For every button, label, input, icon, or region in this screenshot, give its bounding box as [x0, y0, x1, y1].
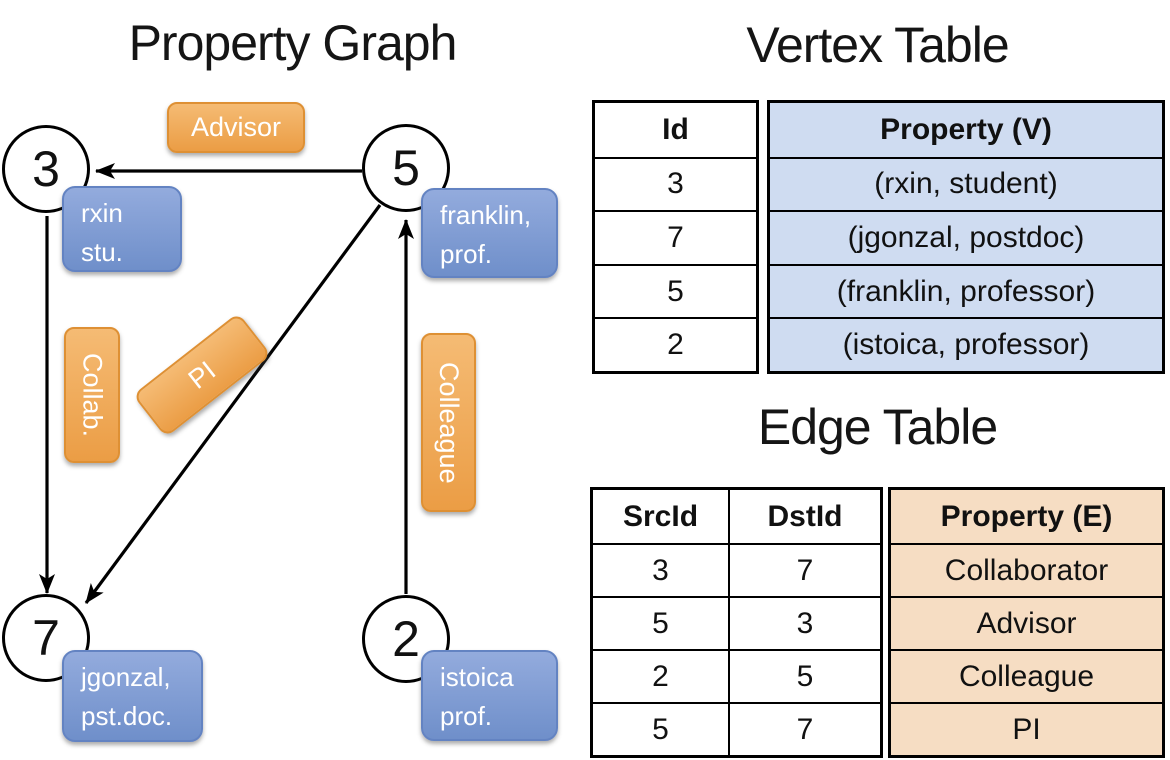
edge-table-property-cell: Advisor — [891, 596, 1162, 649]
vertex-id-label: 3 — [32, 141, 60, 197]
vertex-property-line: jgonzal, — [81, 662, 171, 692]
vertex-property-box-rxin: rxin stu. — [62, 186, 182, 272]
edge-table-property-cell: PI — [891, 702, 1162, 755]
vertex-property-line: stu. — [81, 237, 123, 267]
vertex-node-2: 2 — [362, 595, 450, 683]
edge-table-property-column: Property (E) Collaborator Advisor Collea… — [888, 487, 1165, 758]
edge-label-collab: Collab. — [64, 327, 120, 463]
vertex-property-box-istoica: istoica prof. — [421, 650, 558, 741]
edge-table-dstid-cell: 7 — [728, 702, 880, 755]
vertex-id-label: 2 — [392, 611, 420, 667]
vertex-property-line: prof. — [440, 239, 493, 269]
edge-table-property-cell: Collaborator — [891, 543, 1162, 596]
vertex-table-header-id: Id — [662, 112, 689, 146]
edge-table-property-cell: Colleague — [891, 649, 1162, 702]
vertex-property-line: pst.doc. — [81, 701, 173, 731]
vertex-table-property-cell: (franklin, professor) — [770, 263, 1162, 318]
vertex-property-line: prof. — [440, 701, 493, 731]
vertex-table-title: Vertex Table — [746, 17, 1009, 73]
edge-label-advisor: Advisor — [167, 102, 305, 153]
edge-table-dstid-cell: 7 — [728, 543, 880, 596]
vertex-table-property-cell: (istoica, professor) — [770, 317, 1162, 371]
vertex-property-box-franklin: franklin, prof. — [421, 188, 558, 278]
edge-arrow-pi-5-to-7 — [84, 204, 382, 604]
edge-table-id-columns: SrcId DstId 3 7 5 3 2 5 5 7 — [590, 487, 883, 758]
edge-table-srcid-cell: 2 — [593, 649, 728, 702]
vertex-table-header-property: Property (V) — [880, 112, 1052, 146]
vertex-table-id-column: Id 3 7 5 2 — [592, 100, 759, 374]
edge-table-srcid-cell: 5 — [593, 702, 728, 755]
edge-table-title: Edge Table — [757, 399, 998, 455]
graph-edges-layer — [39, 163, 414, 604]
vertex-property-line: rxin — [81, 198, 123, 228]
vertex-table-property-cell: (jgonzal, postdoc) — [770, 210, 1162, 264]
edge-table-dstid-cell: 3 — [728, 596, 880, 649]
vertex-table-property-column: Property (V) (rxin, student) (jgonzal, p… — [767, 100, 1165, 374]
edge-table-header-property: Property (E) — [940, 499, 1113, 533]
vertex-property-line: franklin, — [440, 200, 532, 230]
edge-table-header-srcid: SrcId — [622, 499, 699, 533]
vertex-property-line: istoica — [440, 662, 514, 692]
edge-table-srcid-cell: 5 — [593, 596, 728, 649]
vertex-table-id-cell: 3 — [595, 156, 756, 211]
vertex-property-box-jgonzal: jgonzal, pst.doc. — [62, 650, 203, 742]
vertex-id-label: 7 — [32, 610, 60, 666]
vertex-table-id-cell: 2 — [595, 317, 756, 371]
vertex-node-5: 5 — [362, 124, 450, 212]
edge-table-header-dstid: DstId — [728, 490, 880, 543]
edge-table-srcid-cell: 3 — [593, 543, 728, 596]
edge-table-dstid-cell: 5 — [728, 649, 880, 702]
vertex-id-label: 5 — [392, 140, 420, 196]
vertex-table-property-cell: (rxin, student) — [770, 156, 1162, 211]
graph-title: Property Graph — [128, 15, 458, 71]
vertex-table-id-cell: 5 — [595, 263, 756, 318]
edge-label-colleague: Colleague — [421, 333, 476, 512]
vertex-table-id-cell: 7 — [595, 210, 756, 264]
